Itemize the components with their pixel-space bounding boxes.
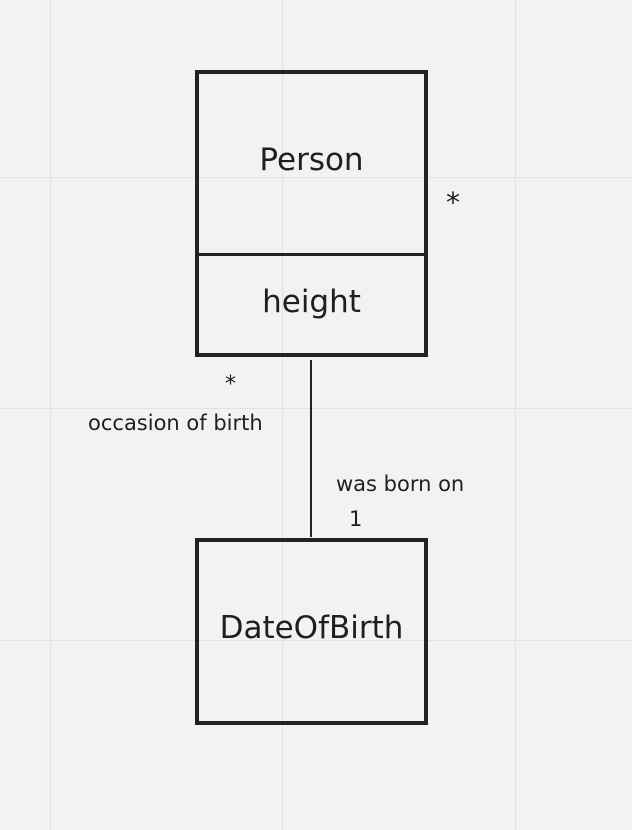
person-class-box[interactable] — [195, 70, 428, 357]
grid-line — [515, 0, 516, 830]
grid-line — [50, 0, 51, 830]
dateofbirth-class-name: DateOfBirth — [219, 610, 404, 646]
grid-line — [282, 0, 283, 830]
person-class-name: Person — [259, 142, 364, 178]
role-was-born-on: was born on — [336, 472, 465, 496]
role-occasion-of-birth: occasion of birth — [88, 411, 263, 435]
person-attribute-height: height — [262, 284, 361, 320]
person-class-divider — [195, 253, 428, 256]
grid-line — [0, 408, 632, 409]
multiplicity-dateofbirth-end: 1 — [349, 507, 363, 531]
multiplicity-person-right: * — [446, 186, 460, 219]
grid-line — [0, 640, 632, 641]
dateofbirth-class-box[interactable] — [195, 538, 428, 725]
multiplicity-person-end: * — [225, 372, 236, 397]
grid-line — [0, 177, 632, 178]
association-line[interactable] — [310, 360, 312, 537]
